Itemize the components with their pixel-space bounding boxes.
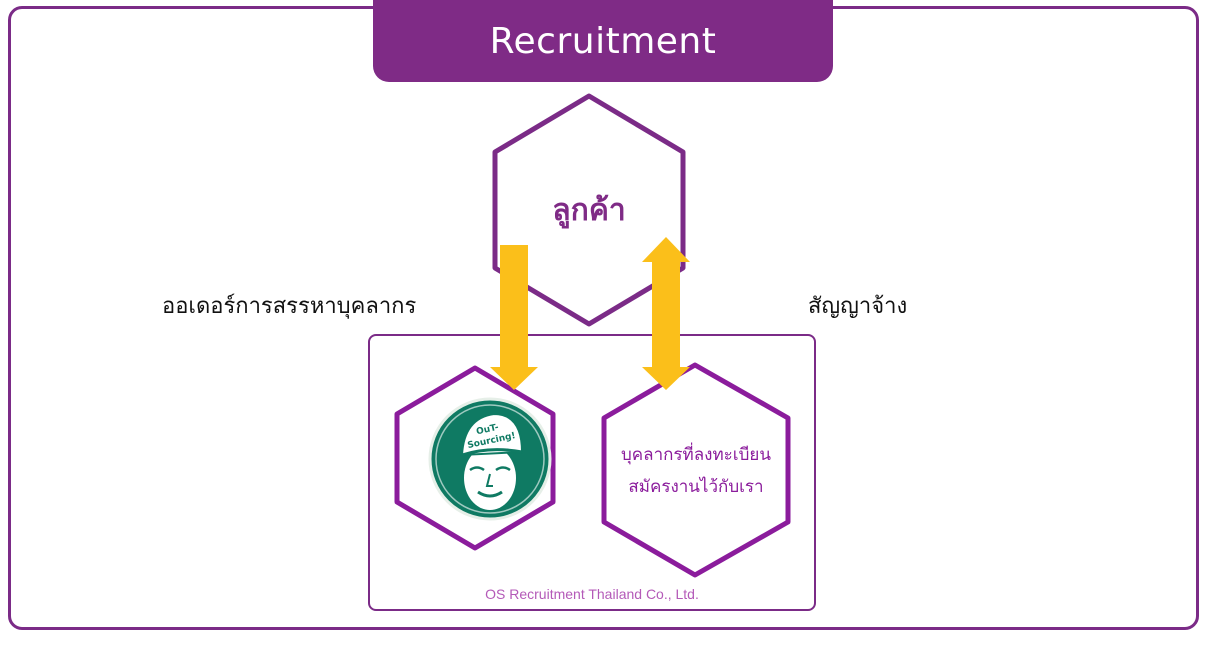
contract-arrow: [642, 237, 690, 390]
company-box: [368, 334, 816, 611]
company-name: OS Recruitment Thailand Co., Ltd.: [485, 586, 699, 602]
registered-line1: บุคลากรที่ลงทะเบียน: [621, 442, 771, 465]
registered-line2: สมัครงานไว้กับเรา: [628, 476, 763, 497]
customer-hexagon: [492, 93, 686, 327]
registered-hexagon: [601, 362, 791, 578]
contract-label: สัญญาจ้าง: [808, 294, 908, 319]
page-title: Recruitment: [373, 0, 833, 82]
logo-text-line1: OuT-: [475, 423, 499, 438]
order-label: ออเดอร์การสรรหาบุคลากร: [162, 294, 417, 319]
customer-label: ลูกค้า: [552, 193, 625, 229]
company-logo: OuT- Sourcing!: [428, 397, 552, 521]
order-arrow: [490, 245, 538, 390]
